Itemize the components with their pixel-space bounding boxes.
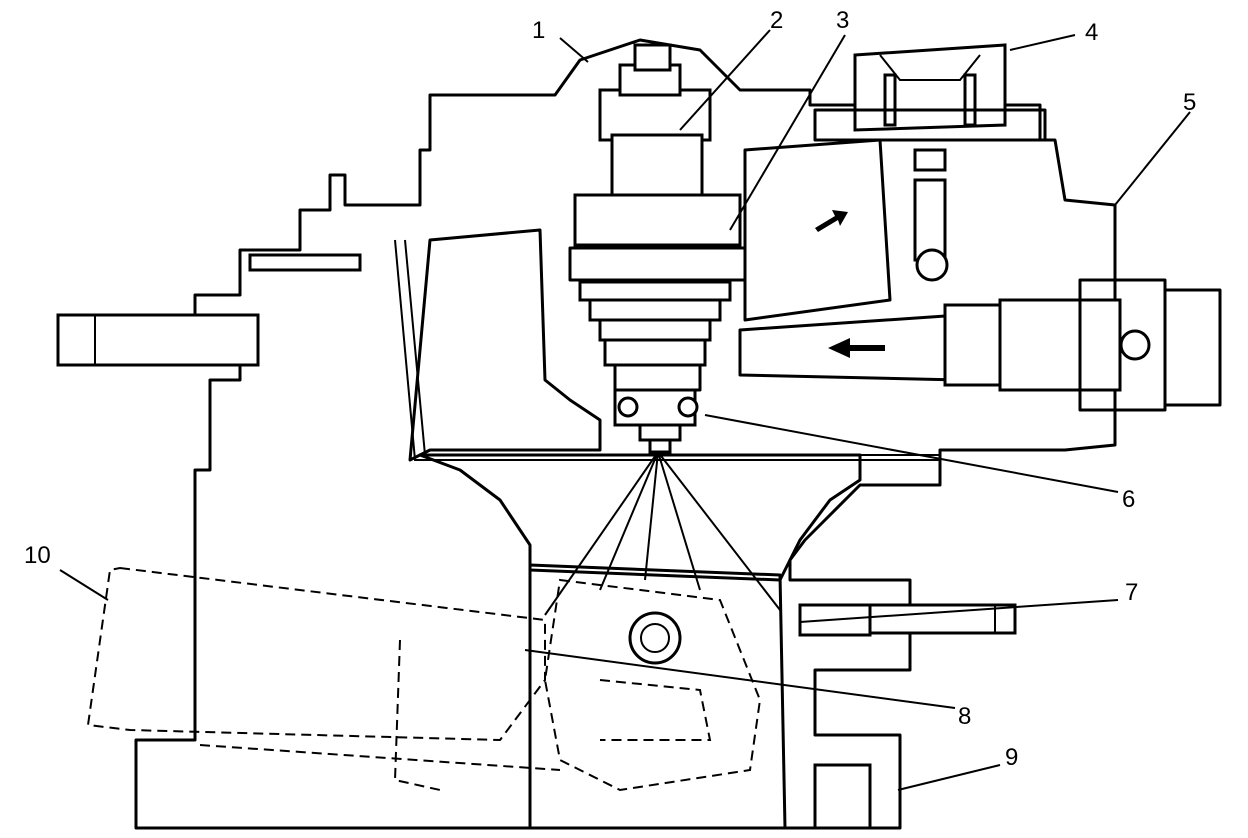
throttle-plate bbox=[543, 578, 762, 792]
callout-6: 6 bbox=[1122, 486, 1135, 513]
callout-2: 2 bbox=[770, 7, 783, 34]
fuel-inlet-fitting bbox=[943, 278, 1222, 412]
throttle-bore-lower bbox=[528, 563, 787, 830]
callout-10: 10 bbox=[24, 542, 51, 569]
throttle-position-sensor bbox=[86, 566, 561, 791]
fuel-flow-arrows bbox=[815, 210, 885, 358]
callout-9: 9 bbox=[1005, 744, 1018, 771]
leader-lines bbox=[59, 29, 1191, 791]
callout-3: 3 bbox=[836, 7, 849, 34]
pressure-regulator bbox=[813, 43, 1047, 282]
callout-7: 7 bbox=[1125, 579, 1138, 606]
callout-1: 1 bbox=[532, 17, 545, 44]
gasket-line bbox=[394, 239, 940, 461]
gasket-line-2 bbox=[404, 239, 940, 456]
fuel-cavity bbox=[408, 228, 602, 462]
callout-5: 5 bbox=[1183, 89, 1196, 116]
fuel-spray bbox=[544, 451, 781, 616]
callout-8: 8 bbox=[958, 703, 971, 730]
callout-4: 4 bbox=[1085, 19, 1098, 46]
mounting-flange-slot bbox=[813, 763, 872, 830]
throttle-bore bbox=[418, 453, 862, 582]
fuel-return-tube bbox=[56, 253, 362, 367]
fuel-injector bbox=[568, 43, 747, 454]
